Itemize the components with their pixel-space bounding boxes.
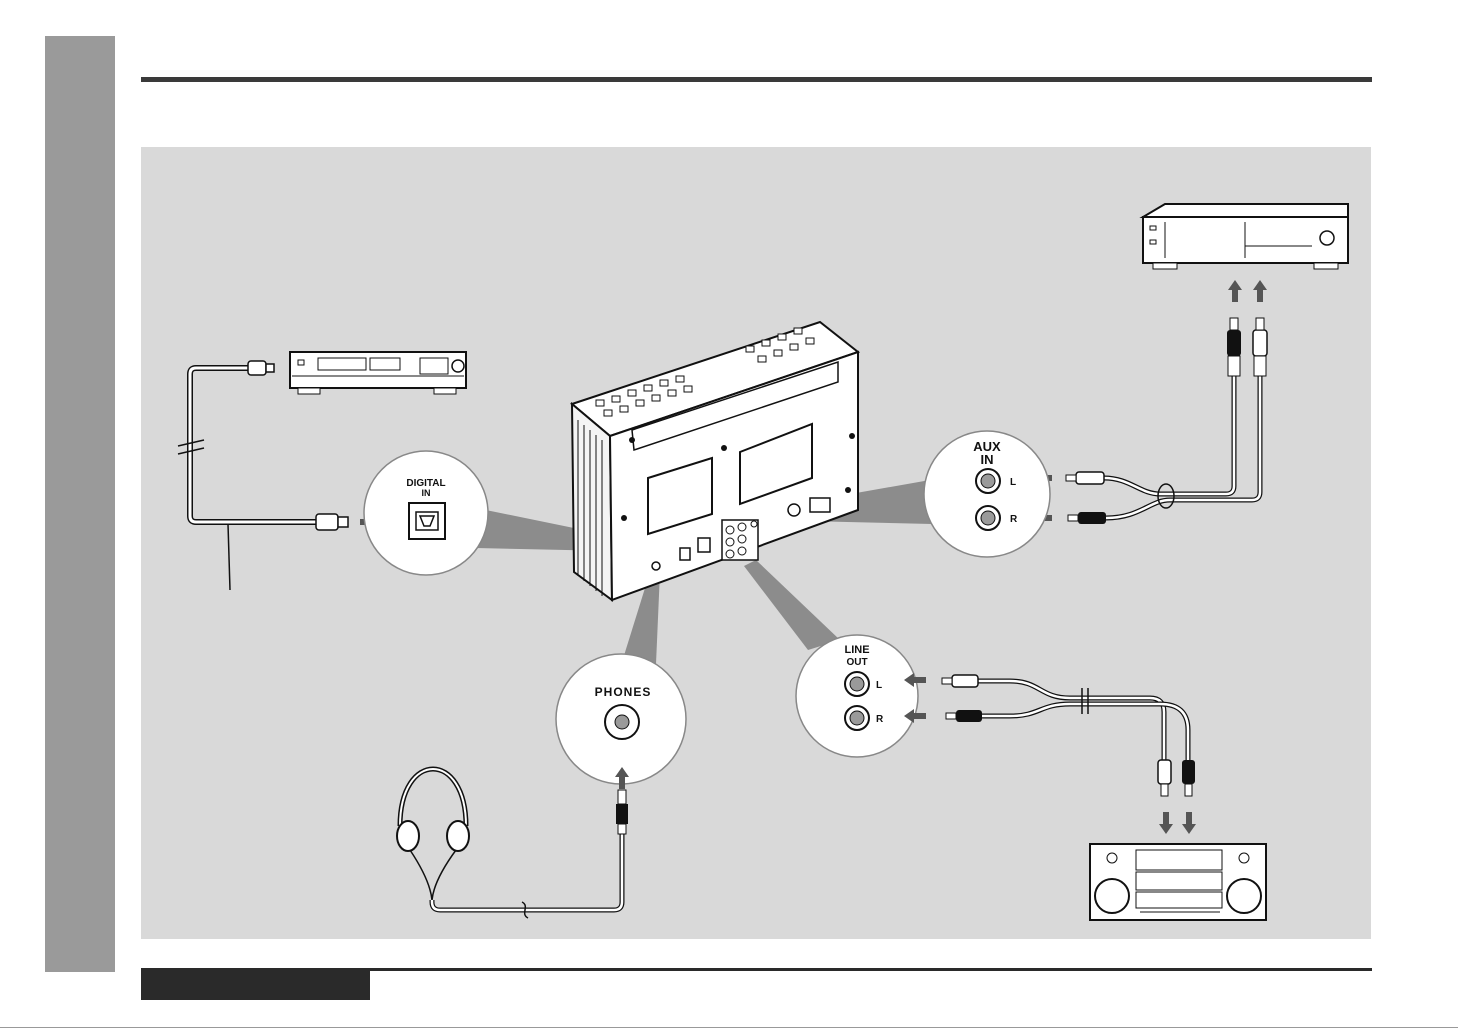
- line-callout-wedge: [744, 560, 840, 650]
- mini-plug-icon: [616, 790, 628, 834]
- boombox-icon: [1090, 844, 1266, 920]
- aux-right-label: R: [1010, 514, 1018, 525]
- vcr-arrow-right-icon: [1253, 280, 1267, 302]
- line-rca-plugs: [942, 675, 1195, 796]
- phones-label: PHONES: [595, 685, 652, 699]
- line-cable: [978, 681, 1188, 760]
- vcr-arrow-left-icon: [1228, 280, 1242, 302]
- main-unit-rear-icon: [572, 322, 858, 600]
- optical-cable: [178, 368, 318, 590]
- digital-in-sublabel: IN: [422, 488, 431, 498]
- aux-cable: [1104, 376, 1260, 518]
- boombox-arrow-left-icon: [1159, 812, 1173, 834]
- line-left-label: L: [876, 680, 882, 691]
- aux-in-sublabel: IN: [981, 452, 994, 467]
- line-right-label: R: [876, 714, 884, 725]
- line-out-label: LINE: [844, 644, 869, 656]
- vcr-icon: [1143, 204, 1348, 269]
- headphones-icon: [397, 769, 469, 900]
- line-out-sublabel: OUT: [846, 657, 867, 668]
- cd-player-icon: [290, 352, 466, 394]
- boombox-arrow-right-icon: [1182, 812, 1196, 834]
- aux-left-label: L: [1010, 477, 1016, 488]
